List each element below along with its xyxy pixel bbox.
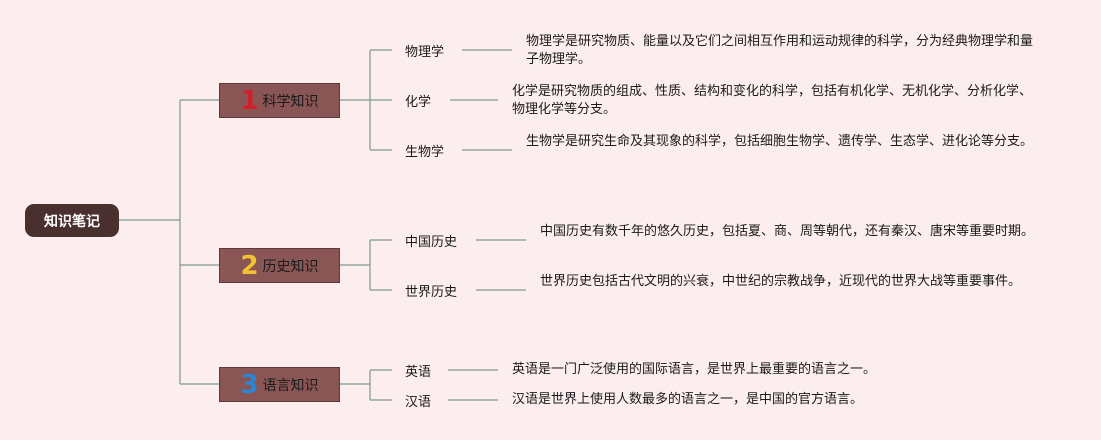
topic-chinese-language-description: 汉语是世界上使用人数最多的语言之一，是中国的官方语言。 xyxy=(512,392,864,407)
category-label: 科学知识 xyxy=(262,93,319,110)
topic-chinese-language[interactable]: 汉语 xyxy=(405,395,432,410)
category-label: 语言知识 xyxy=(262,377,319,394)
topic-chinese-history-description: 中国历史有数千年的悠久历史，包括夏、商、周等朝代，还有秦汉、唐宋等重要时期。 xyxy=(540,224,1035,239)
topic-physics-description: 物理学是研究物质、能量以及它们之间相互作用和运动规律的科学，分为经典物理学和量子… xyxy=(526,34,1034,67)
category-number-2: 2 xyxy=(240,250,259,281)
topic-physics[interactable]: 物理学 xyxy=(405,45,445,60)
topic-world-history-description: 世界历史包括古代文明的兴衰，中世纪的宗教战争，近现代的世界大战等重要事件。 xyxy=(540,274,1022,289)
topic-biology-description: 生物学是研究生命及其现象的科学，包括细胞生物学、遗传学、生态学、进化论等分支。 xyxy=(526,134,1034,149)
topic-world-history[interactable]: 世界历史 xyxy=(405,285,458,300)
category-science-node[interactable]: 1 科学知识 xyxy=(219,83,340,118)
topic-english[interactable]: 英语 xyxy=(405,365,432,380)
category-number-3: 3 xyxy=(240,369,259,400)
category-label: 历史知识 xyxy=(262,258,319,275)
topic-chemistry[interactable]: 化学 xyxy=(405,95,432,110)
topic-biology[interactable]: 生物学 xyxy=(405,145,445,160)
topic-chemistry-description: 化学是研究物质的组成、性质、结构和变化的科学，包括有机化学、无机化学、分析化学、… xyxy=(512,84,1033,117)
category-number-1: 1 xyxy=(240,85,259,116)
topic-chinese-history[interactable]: 中国历史 xyxy=(405,235,458,250)
category-history-node[interactable]: 2 历史知识 xyxy=(219,248,340,283)
topic-english-description: 英语是一门广泛使用的国际语言，是世界上最重要的语言之一。 xyxy=(512,362,877,377)
category-language-node[interactable]: 3 语言知识 xyxy=(219,367,340,402)
root-node[interactable]: 知识笔记 xyxy=(25,204,119,237)
root-label: 知识笔记 xyxy=(44,213,100,230)
